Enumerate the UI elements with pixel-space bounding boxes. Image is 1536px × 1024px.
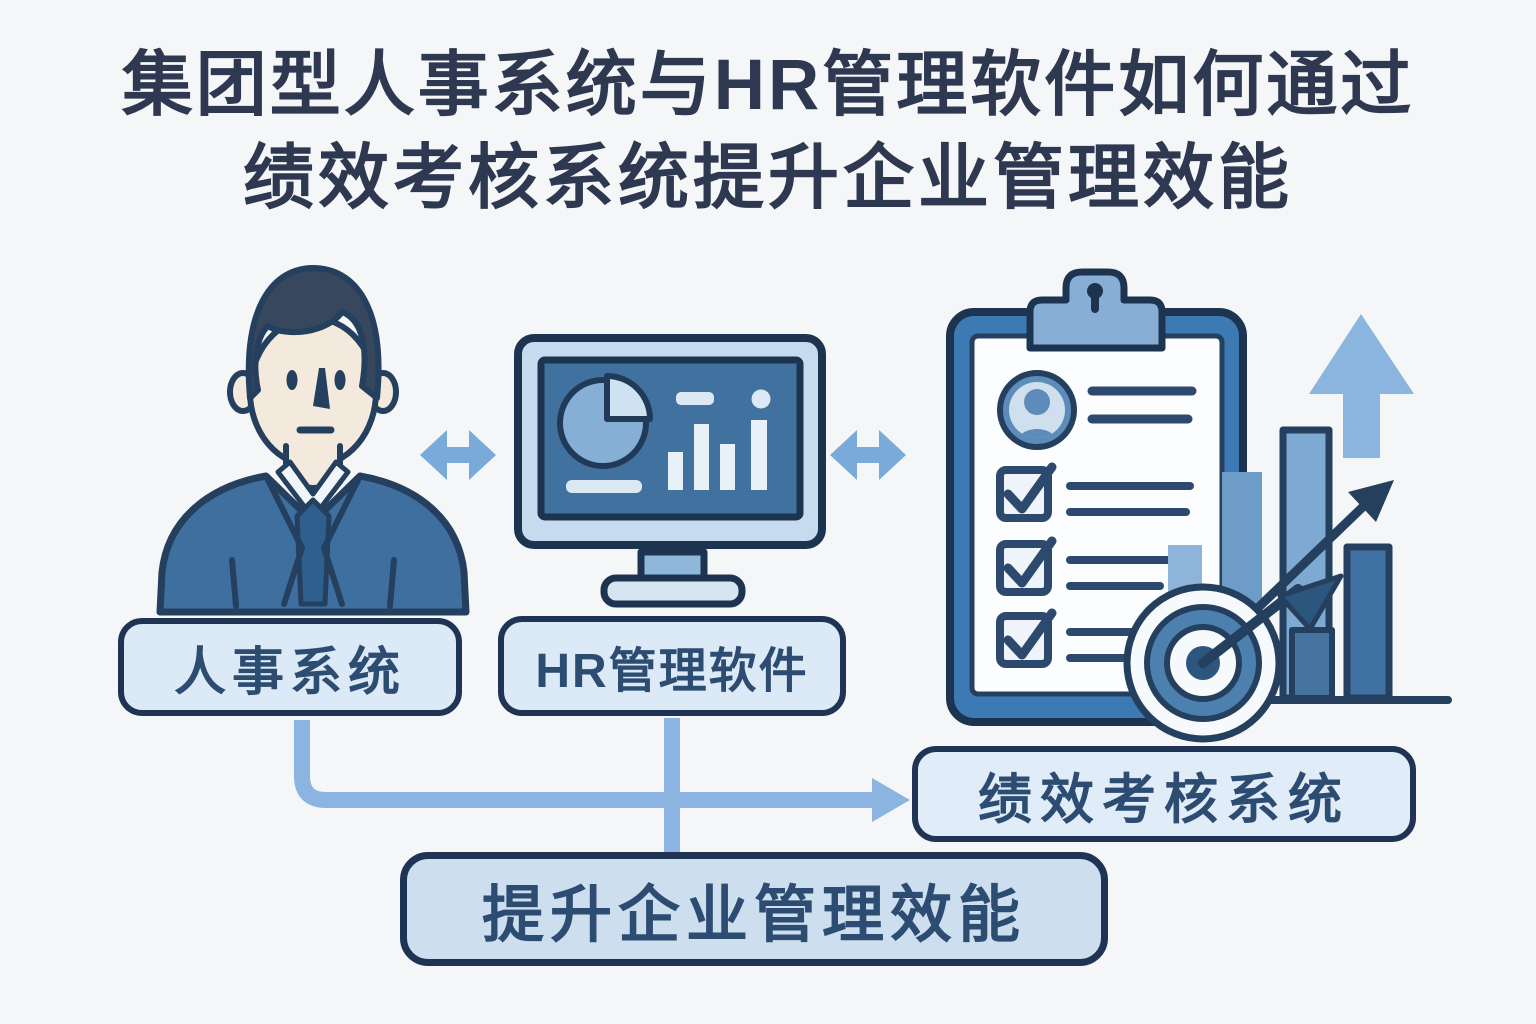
node-hr-software-label: HR管理软件 (535, 645, 809, 698)
checklist-lines (1087, 386, 1197, 424)
title-line-2: 绩效考核系统提升企业管理效能 (242, 139, 1293, 218)
title-line-1: 集团型人事系统与HR管理软件如何通过 (121, 46, 1415, 125)
rising-bar-chart-icon (1153, 426, 1452, 709)
node-outcome-label: 提升企业管理效能 (481, 881, 1026, 950)
node-hr-software: HR管理软件 (498, 616, 846, 716)
node-person-system-label: 人事系统 (173, 643, 406, 702)
monitor-stand (637, 548, 708, 582)
node-performance-system-label: 绩效考核系统 (978, 769, 1350, 830)
target-arrow-icon (1198, 573, 1344, 668)
pie-chart-icon (557, 373, 653, 469)
node-person-system: 人事系统 (118, 618, 462, 716)
page-title: 集团型人事系统与HR管理软件如何通过 绩效考核系统提升企业管理效能 (0, 50, 1536, 214)
hair (245, 265, 382, 401)
goal-target-icon (1123, 573, 1344, 743)
flow-connector-left (294, 720, 910, 822)
exchange-arrow-left-icon (420, 430, 496, 480)
dashboard-monitor-icon (514, 334, 826, 608)
tie (294, 497, 332, 607)
businessman-icon (156, 265, 470, 616)
checked-checkbox-icon (996, 462, 1057, 668)
employee-avatar-icon (997, 370, 1077, 450)
exchange-arrow-right-icon (830, 430, 906, 480)
node-performance-system: 绩效考核系统 (912, 746, 1416, 842)
bar-chart-icon (668, 389, 771, 490)
big-up-arrow-icon (1309, 314, 1414, 458)
node-outcome: 提升企业管理效能 (400, 852, 1108, 966)
